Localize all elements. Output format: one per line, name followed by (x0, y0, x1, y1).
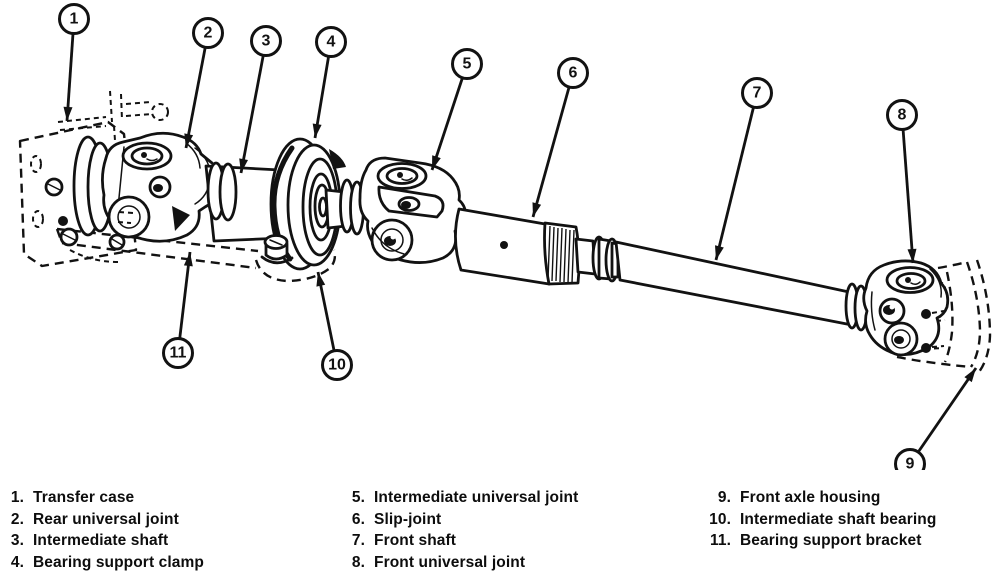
callout-3-number: 3 (262, 33, 271, 50)
callout-5-number: 5 (463, 56, 472, 73)
legend-item: 8. Front universal joint (348, 552, 578, 574)
rear-universal-joint (44, 131, 221, 251)
legend-item-label: Front universal joint (374, 554, 526, 572)
legend-item-label: Transfer case (33, 489, 135, 506)
legend-item-label: Front axle housing (740, 489, 881, 506)
legend-item-number: 5. (351, 489, 365, 506)
legend-item-number: 3. (10, 532, 24, 550)
legend-column-3: 9. Front axle housing 10. Intermediate s… (705, 487, 936, 552)
front-shaft (614, 240, 854, 327)
legend-item-label: Intermediate shaft bearing (740, 510, 937, 528)
legend-item: 3. Intermediate shaft (7, 530, 204, 552)
callout-3: 3 (239, 25, 282, 174)
legend-item-number: 10. (709, 510, 731, 528)
legend-item-number: 8. (351, 554, 365, 572)
legend-item-label: Rear universal joint (33, 510, 179, 528)
callout-7-number: 7 (753, 85, 762, 102)
legend-item: 4. Bearing support clamp (7, 552, 204, 574)
callout-9: 9 (894, 367, 978, 471)
callout-4: 4 (312, 26, 347, 139)
drive-shaft-diagram: 1 2 3 4 (18, 3, 992, 471)
callout-11-number: 11 (170, 345, 187, 362)
legend-item-number: 1. (10, 489, 24, 506)
legend-item: 2. Rear universal joint (7, 509, 204, 531)
legend-item-label: Intermediate universal joint (374, 489, 579, 506)
callout-10-number: 10 (328, 357, 346, 374)
legend-item: 9. Front axle housing (705, 487, 936, 509)
legend-item: 1. Transfer case (7, 487, 204, 509)
legend-item-number: 9. (717, 489, 731, 506)
callout-8: 8 (886, 99, 918, 264)
legend-item-number: 7. (351, 532, 365, 550)
intermediate-universal-joint (358, 156, 467, 264)
callout-5: 5 (430, 48, 483, 171)
clamp-hidden-outline (254, 249, 337, 283)
legend-item: 6. Slip-joint (348, 509, 578, 531)
legend-column-1: 1. Transfer case 2. Rear universal joint… (7, 487, 204, 574)
callout-6-number: 6 (569, 65, 578, 82)
legend-item: 7. Front shaft (348, 530, 578, 552)
legend-item: 11. Bearing support bracket (705, 530, 936, 552)
callout-4-number: 4 (327, 34, 336, 51)
legend-item-number: 4. (10, 554, 24, 572)
legend-item-label: Slip-joint (374, 510, 442, 528)
callout-10: 10 (316, 271, 353, 381)
legend-item-number: 6. (351, 510, 365, 528)
callout-7: 7 (714, 77, 773, 261)
legend-item: 10. Intermediate shaft bearing (705, 509, 936, 531)
legend-column-2: 5. Intermediate universal joint 6. Slip-… (348, 487, 578, 574)
legend-item-label: Front shaft (374, 532, 457, 550)
callout-8-number: 8 (898, 107, 907, 124)
legend-item-label: Bearing support clamp (33, 554, 204, 572)
intermediate-shaft (204, 161, 286, 243)
callout-6: 6 (531, 57, 589, 218)
callout-1: 1 (58, 3, 90, 122)
legend: 1. Transfer case 2. Rear universal joint… (0, 487, 1000, 587)
callout-2: 2 (184, 17, 224, 149)
front-universal-joint (844, 259, 950, 357)
legend-item-label: Bearing support bracket (740, 532, 922, 550)
callouts: 1 2 3 4 (58, 3, 978, 471)
bearing-support-assembly (254, 137, 365, 283)
legend-item-number: 11. (710, 532, 731, 550)
callout-11: 11 (162, 251, 194, 369)
callout-2-number: 2 (204, 25, 213, 42)
legend-item: 5. Intermediate universal joint (348, 487, 578, 509)
callout-1-number: 1 (70, 11, 79, 28)
slip-joint (454, 207, 620, 286)
callout-9-number: 9 (906, 456, 915, 471)
legend-item-label: Intermediate shaft (33, 532, 169, 550)
legend-item-number: 2. (10, 510, 24, 528)
